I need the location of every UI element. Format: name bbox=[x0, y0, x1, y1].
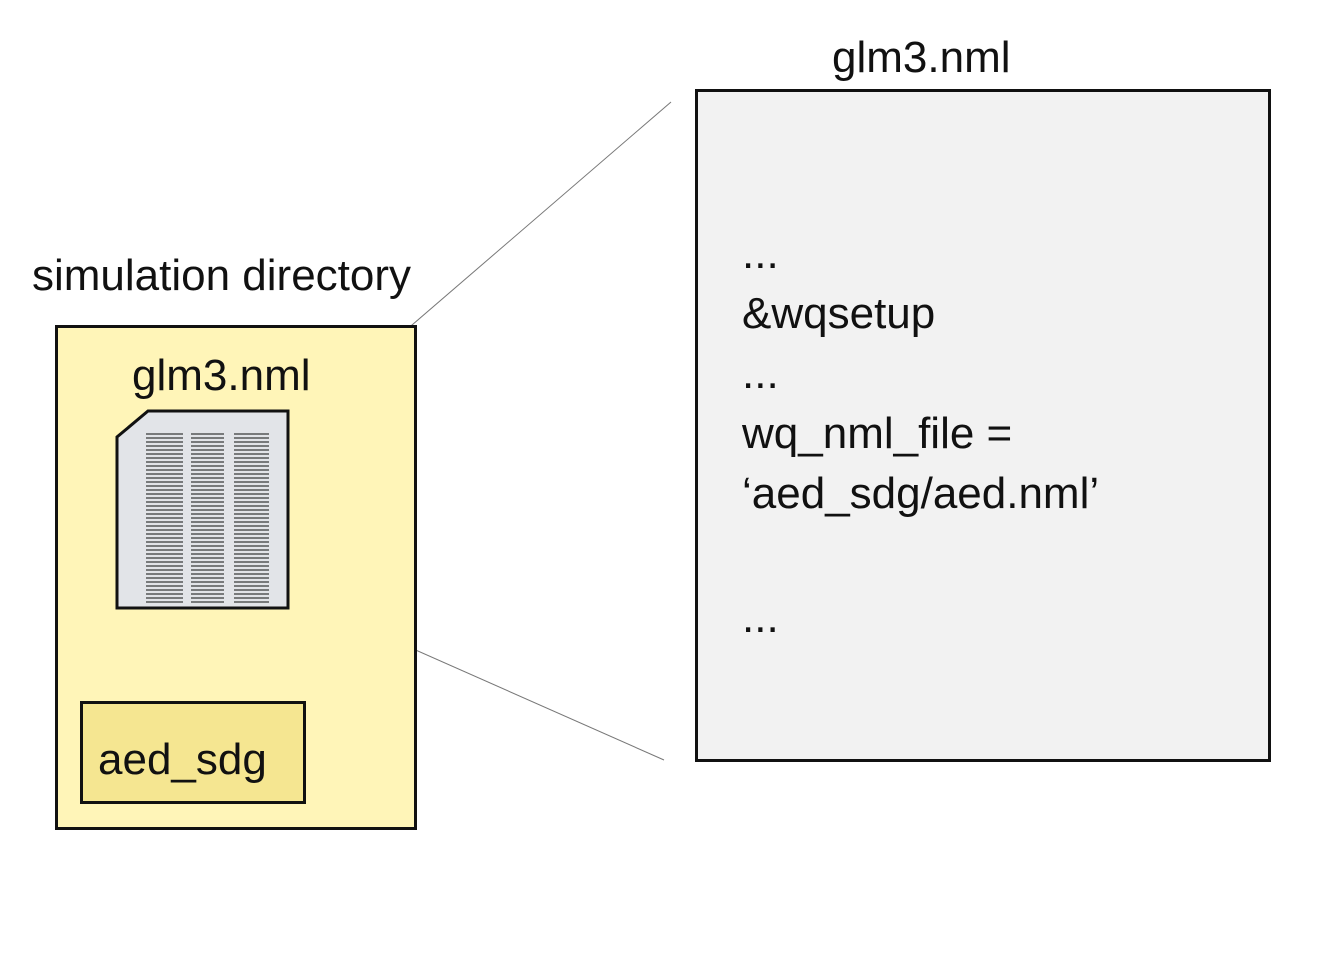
file-line: ... bbox=[742, 593, 779, 642]
file-line: &wqsetup bbox=[742, 289, 936, 338]
directory-file-label: glm3.nml bbox=[132, 351, 311, 400]
aed-sdg-folder: aed_sdg bbox=[80, 701, 306, 804]
file-line: ‘aed_sdg/aed.nml’ bbox=[742, 469, 1100, 518]
file-line: ... bbox=[742, 229, 779, 278]
file-content-panel: ... &wqsetup ... wq_nml_file = ‘aed_sdg/… bbox=[695, 89, 1271, 762]
file-line: wq_nml_file = bbox=[742, 409, 1013, 458]
simulation-directory-label: simulation directory bbox=[32, 251, 412, 300]
aed-sdg-folder-label: aed_sdg bbox=[98, 735, 267, 784]
file-line bbox=[742, 524, 1099, 588]
file-line: ... bbox=[742, 349, 779, 398]
file-view-title: glm3.nml bbox=[832, 33, 1011, 82]
document-icon bbox=[115, 409, 290, 610]
file-content-lines: ... &wqsetup ... wq_nml_file = ‘aed_sdg/… bbox=[742, 224, 1099, 648]
